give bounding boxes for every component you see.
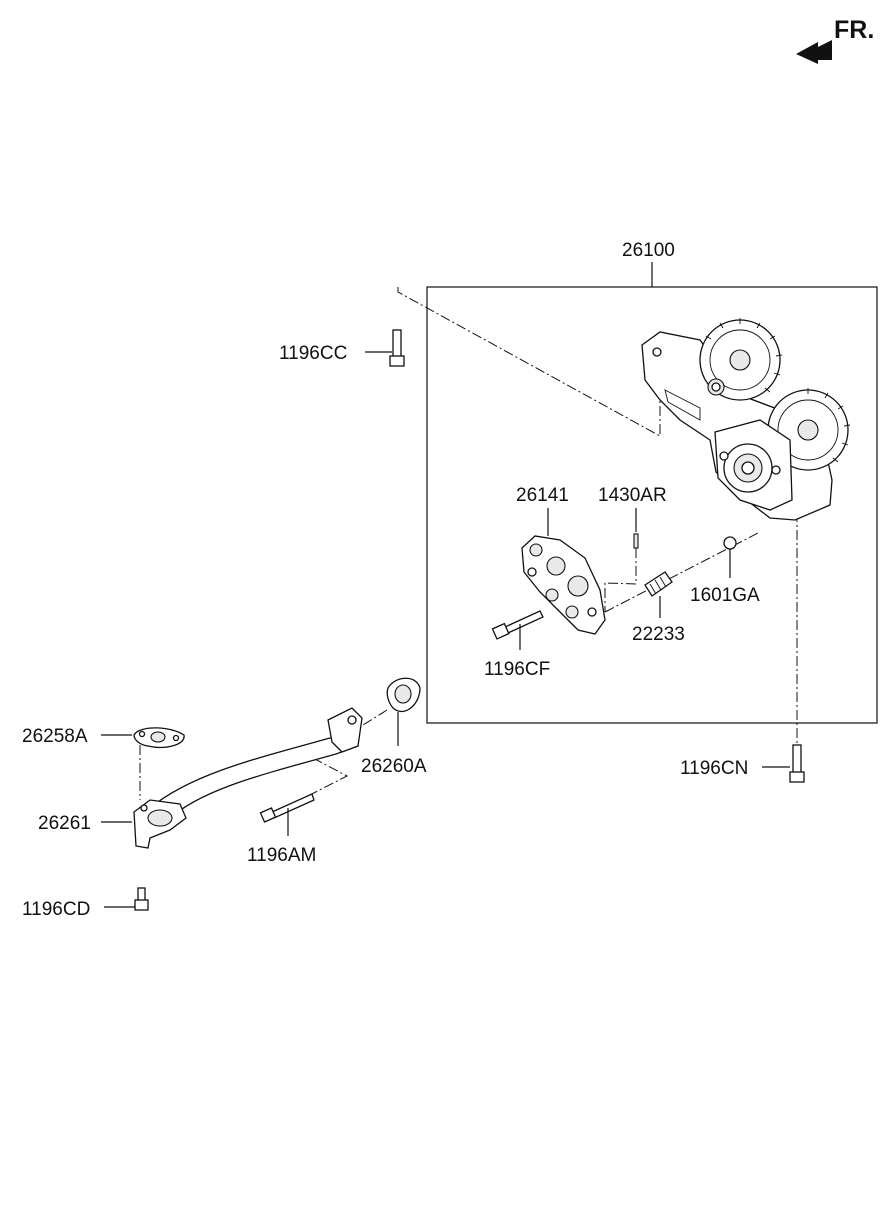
label-1196CF: 1196CF	[484, 659, 550, 680]
pump-cover-plate	[521, 535, 606, 635]
label-1196CD: 1196CD	[22, 899, 90, 920]
oil-pump-body	[641, 318, 851, 521]
front-label: FR.	[834, 16, 874, 44]
label-1196CC: 1196CC	[279, 343, 347, 364]
bolt-1196AM	[259, 793, 315, 823]
bolt-1196CF	[491, 610, 544, 640]
label-1196AM: 1196AM	[247, 845, 316, 866]
assembly-box: 26100	[426, 240, 878, 724]
label-1601GA: 1601GA	[690, 585, 760, 606]
leader-lines	[101, 351, 790, 908]
label-26141: 26141	[516, 485, 569, 506]
gasket-26260A	[386, 677, 421, 713]
front-arrow-icon	[796, 40, 832, 64]
label-1196CN: 1196CN	[680, 758, 748, 779]
oil-strainer-pipe	[133, 707, 363, 849]
label-26261: 26261	[38, 813, 91, 834]
gasket-26258A	[133, 727, 185, 749]
part-labels: 1196CC 26141 1430AR 1601GA 22233 1196CF …	[22, 343, 760, 920]
label-26258A: 26258A	[22, 726, 88, 747]
assembly-part-label: 26100	[622, 240, 675, 261]
front-direction-indicator: FR.	[796, 16, 874, 64]
bolt-1196CN	[789, 744, 805, 783]
pin-1430AR	[633, 533, 639, 549]
bolt-1196CC	[389, 329, 405, 367]
label-26260A: 26260A	[361, 756, 427, 777]
relief-ball	[723, 536, 737, 550]
bolt-1196CD	[134, 887, 149, 911]
relief-spring	[644, 571, 673, 597]
label-22233: 22233	[632, 624, 685, 645]
label-1430AR: 1430AR	[598, 485, 667, 506]
